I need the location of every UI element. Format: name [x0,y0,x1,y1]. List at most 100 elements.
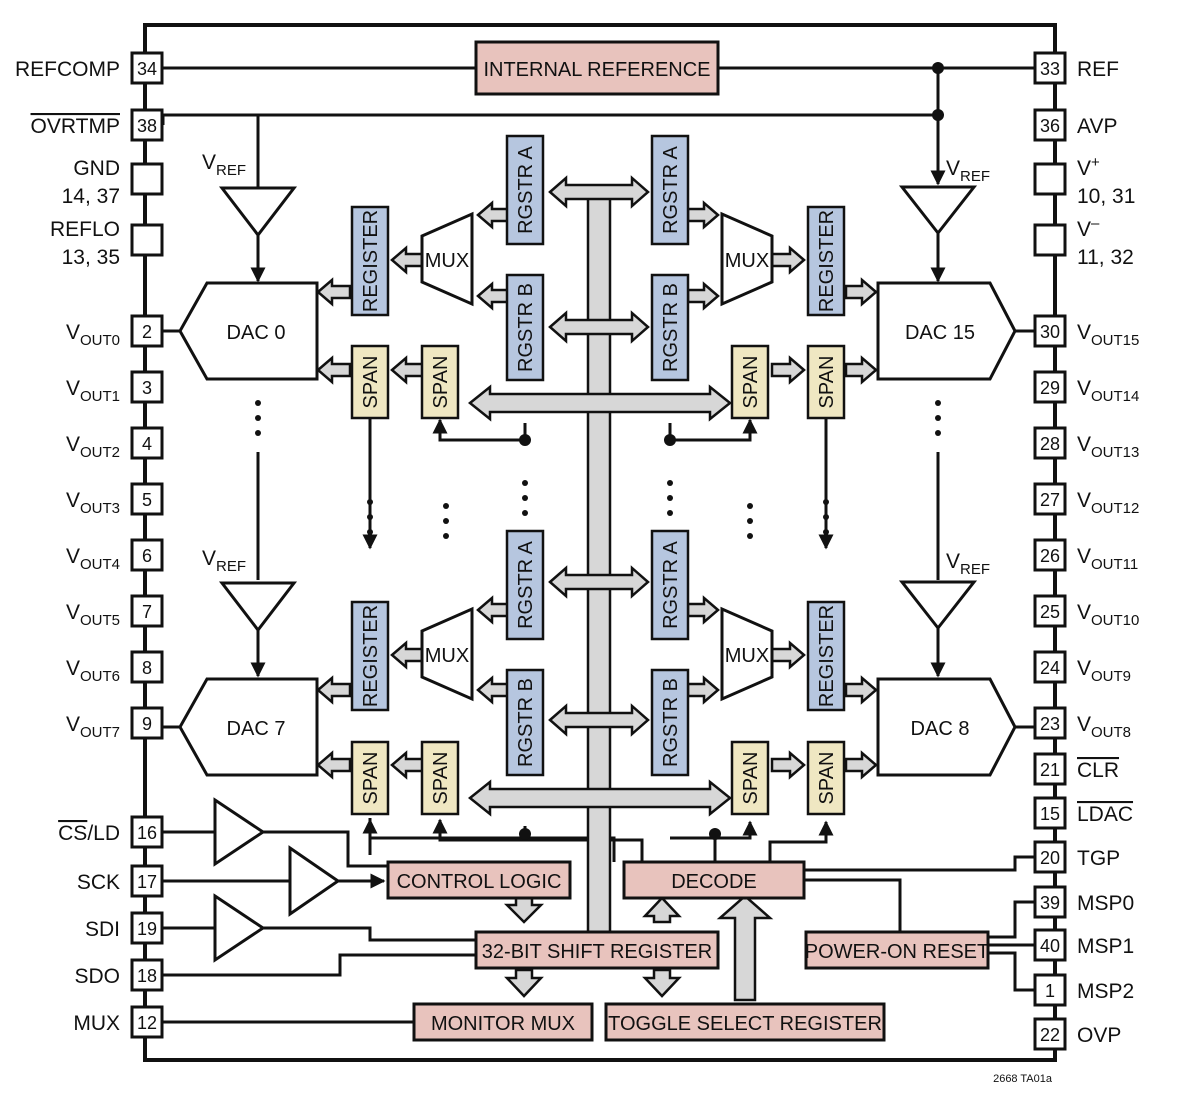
right-pin-number-16: 40 [1040,936,1060,956]
right-pin-number-13: 15 [1040,804,1060,824]
vref-buffer-bottom-left [218,581,298,633]
right-pin-number-12: 21 [1040,760,1060,780]
right-pin-number-18: 22 [1040,1025,1060,1045]
left-pin-number-13: 17 [137,872,157,892]
right-pin-label-9: VOUT10 [1077,601,1139,629]
right-pin-box-11 [1033,706,1067,740]
span-dac15-a-label: SPAN [816,356,838,409]
right-pin-label-16: MSP1 [1077,935,1134,958]
dac-7-label: DAC 7 [227,718,286,740]
mux-label-tr: MUX [725,250,769,272]
right-pin-box-18 [1033,1017,1067,1051]
span-dac7-b-label: SPAN [430,752,452,805]
left-pin-label-7: VOUT3 [66,489,120,517]
vref-label-br: VREF [946,550,990,578]
register-dac7 [350,600,390,712]
rgstr-b-top-left [505,273,545,382]
mux-label-br: MUX [725,645,769,667]
span-dac8-a-label: SPAN [816,752,838,805]
control-logic-label: CONTROL LOGIC [397,871,562,893]
right-pin-box-6 [1033,426,1067,460]
left-pin-box-1 [130,108,164,142]
right-pin-box-17 [1033,973,1067,1007]
right-pin-number-11: 23 [1040,714,1060,734]
right-pin-label-11: VOUT8 [1077,713,1131,741]
figure-id: 2668 TA01a [993,1073,1053,1085]
register-dac15-label: REGISTER [816,210,838,312]
rgstr-b-bottom-right-label: RGSTR B [660,678,682,767]
left-pin-label-10: VOUT6 [66,657,120,685]
left-pin-box-12 [130,815,164,849]
right-pin-label-12: CLR [1077,759,1119,782]
left-pin-box-5 [130,370,164,404]
rgstr-b-bottom-left-label: RGSTR B [515,678,537,767]
mux-label-bl: MUX [425,645,469,667]
left-pin-number-14: 19 [137,919,157,939]
right-pin-box-3 [1033,223,1067,257]
span-dac8-b [730,740,770,816]
register-dac0-label: REGISTER [360,210,382,312]
left-pin-number-12: 16 [137,823,157,843]
right-pin-label-10: VOUT9 [1077,657,1131,685]
right-pin-label-7: VOUT12 [1077,489,1139,517]
left-pin-box-0 [130,51,164,85]
left-pin-number-0: 34 [137,59,157,79]
power-on-reset-label: POWER-ON RESET [805,941,989,963]
right-pin-number-7: 27 [1040,490,1060,510]
right-pin-number-17: 1 [1045,981,1055,1001]
right-pin-number-8: 26 [1040,546,1060,566]
right-pin-number-5: 29 [1040,378,1060,398]
right-pin-label-3: V– [1077,215,1100,241]
dac-0-label: DAC 0 [227,322,286,344]
left-pin-box-11 [130,706,164,740]
right-pin-number-1: 36 [1040,116,1060,136]
internal-reference-block [474,40,720,96]
register-dac0 [350,205,390,317]
right-pin-box-13 [1033,796,1067,830]
mux-top-left [420,211,474,307]
left-pin-number-10: 8 [142,658,152,678]
right-pin-label2-3: 11, 32 [1077,246,1134,269]
mux-top-right [720,211,774,307]
span-dac0-a [350,344,390,420]
rgstr-a-top-left-label: RGSTR A [515,145,537,233]
register-dac7-label: REGISTER [360,605,382,707]
left-pin-label-12: CS/LD [58,822,120,845]
span-dac7-a [350,740,390,816]
rgstr-b-top-left-label: RGSTR B [515,283,537,372]
left-pin-box-15 [130,958,164,992]
cs-ld-buffer [213,797,266,867]
rgstr-b-bottom-left [505,668,545,777]
rgstr-b-top-right-label: RGSTR B [660,283,682,372]
dac-15-label: DAC 15 [905,322,975,344]
right-pin-number-9: 25 [1040,602,1060,622]
data-bus [316,175,878,1002]
left-pin-label-15: SDO [74,965,120,988]
rgstr-a-top-left [505,134,545,246]
left-pin-label-5: VOUT1 [66,377,120,405]
right-pin-label-18: OVP [1077,1024,1121,1047]
right-pin-label-0: REF [1077,58,1119,81]
internal-reference-label: INTERNAL REFERENCE [483,59,710,81]
rgstr-a-bottom-right-label: RGSTR A [660,540,682,628]
left-pin-number-8: 6 [142,546,152,566]
dac-15 [876,281,1017,381]
span-dac7-b [420,740,460,816]
right-pin-label-1: AVP [1077,115,1117,138]
mux-bottom-left [420,606,474,702]
left-pin-box-4 [130,314,164,348]
right-pin-label-5: VOUT14 [1077,377,1139,405]
left-pin-number-4: 2 [142,322,152,342]
right-pin-box-15 [1033,885,1067,919]
right-pin-number-4: 30 [1040,322,1060,342]
rgstr-a-top-right [650,134,690,246]
power-on-reset-block [804,930,990,970]
left-pin-label-3: REFLO [50,218,120,241]
dac-0 [178,281,319,381]
vref-label-tr: VREF [946,157,990,185]
right-pin-label-4: VOUT15 [1077,321,1139,349]
right-pin-number-6: 28 [1040,434,1060,454]
right-pin-box-12 [1033,752,1067,786]
right-pin-box-7 [1033,482,1067,516]
